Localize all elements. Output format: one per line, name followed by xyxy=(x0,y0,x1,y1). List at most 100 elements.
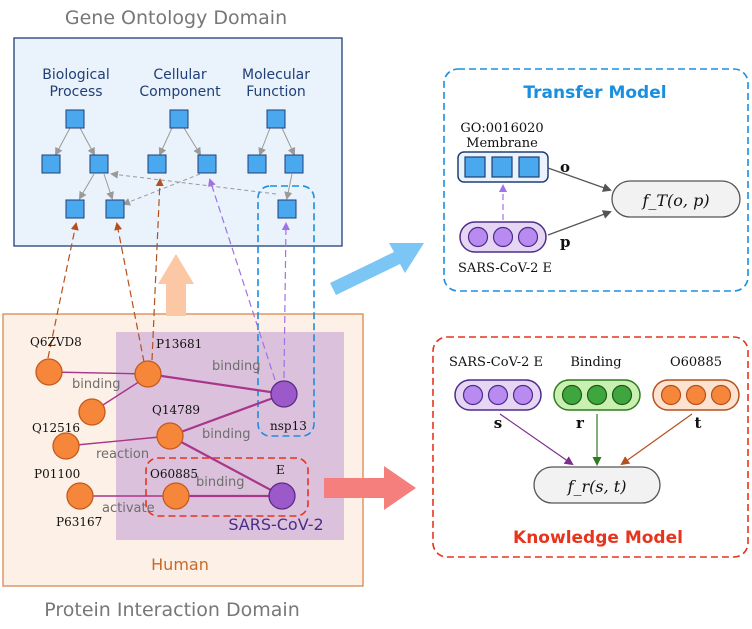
protein-node-q14789 xyxy=(156,422,184,450)
go-category-mf-line1: Molecular xyxy=(242,67,310,83)
embedding-cell xyxy=(518,156,540,178)
embedding-cell xyxy=(586,384,608,406)
r-relation-label: Binding xyxy=(570,355,621,370)
e-o60885-highlight-box xyxy=(145,457,309,517)
protein-label-q14789: Q14789 xyxy=(152,403,200,417)
annotation-edges-virus xyxy=(208,178,290,381)
knowledge-function-label: f_r(s, t) xyxy=(567,477,627,496)
r-embedding-cells xyxy=(561,384,633,406)
go-term-node xyxy=(65,199,85,219)
p-to-ft-arrow xyxy=(547,210,612,236)
protein-node-p01100 xyxy=(52,432,80,460)
protein-node-p13681 xyxy=(134,360,162,388)
r-symbol: r xyxy=(576,414,585,432)
o-to-ft-arrow xyxy=(547,167,612,192)
transfer-function-box xyxy=(611,180,741,218)
go-category-cc-line2: Component xyxy=(139,84,221,100)
virus-interaction-edges xyxy=(147,372,285,498)
go-term-node xyxy=(266,109,286,129)
go-term-node xyxy=(197,154,217,174)
go-hierarchy-edges xyxy=(55,127,296,200)
protein-node-nsp13 xyxy=(270,380,298,408)
protein-node-p63167 xyxy=(66,482,94,510)
knowledge-function-box xyxy=(533,466,661,504)
human-protein-nodes xyxy=(35,358,190,510)
protein-label-q6zvd8: Q6ZVD8 xyxy=(30,335,82,349)
edge-label-activate: activate xyxy=(102,501,155,516)
t-entity-label: O60885 xyxy=(670,355,722,370)
go-term-node xyxy=(41,154,61,174)
protein-node-o60885 xyxy=(162,482,190,510)
go-term-node xyxy=(169,109,189,129)
s-to-fr-arrow xyxy=(499,413,574,466)
t-embedding-cells xyxy=(660,384,732,406)
protein-embedding-cells xyxy=(467,226,539,248)
protein-label-e: E xyxy=(276,463,285,477)
go-term-node xyxy=(89,154,109,174)
go-term-node xyxy=(247,154,267,174)
go-term-node xyxy=(105,199,125,219)
edge-label-binding: binding xyxy=(72,377,120,392)
protein-label-nsp13: nsp13 xyxy=(270,419,307,433)
t-symbol: t xyxy=(695,414,702,432)
virus-protein-nodes xyxy=(268,380,298,510)
transfer-arrow xyxy=(330,243,424,295)
go-name-label: Membrane xyxy=(466,136,538,151)
embedding-cell xyxy=(492,226,514,248)
embedding-cell xyxy=(464,156,486,178)
protein-label-o60885: O60885 xyxy=(150,467,198,481)
go-term-node xyxy=(65,109,85,129)
upward-transfer-arrow xyxy=(158,254,194,316)
protein-node-q12516 xyxy=(78,398,106,426)
go-category-bp-line2: Process xyxy=(49,84,102,100)
embedding-cell xyxy=(512,384,534,406)
protein-label-q12516: Q12516 xyxy=(32,421,80,435)
transfer-function-label: f_T(o, p) xyxy=(641,191,709,210)
edge-label-binding: binding xyxy=(202,427,250,442)
protein-label-p63167: P63167 xyxy=(56,515,102,529)
go-term-node xyxy=(147,154,167,174)
s-symbol: s xyxy=(494,414,502,432)
edge-label-reaction: reaction xyxy=(96,447,149,462)
protein-node-q6zvd8 xyxy=(35,358,63,386)
go-embedding-cells xyxy=(464,156,540,178)
human-label: Human xyxy=(151,555,209,574)
p-symbol: p xyxy=(560,233,571,251)
go-category-cc-line1: Cellular xyxy=(153,67,207,83)
edge-label-binding: binding xyxy=(212,359,260,374)
protein-label-sars-cov-2-e: SARS-CoV-2 E xyxy=(458,261,552,276)
embedding-cell xyxy=(462,384,484,406)
sars-cov-2-label: SARS-CoV-2 xyxy=(228,515,323,534)
embedding-cell xyxy=(561,384,583,406)
o-symbol: o xyxy=(560,158,570,176)
go-category-mf-line2: Function xyxy=(246,84,306,100)
go-term-node xyxy=(284,154,304,174)
s-entity-label: SARS-CoV-2 E xyxy=(449,355,543,370)
embedding-cell xyxy=(710,384,732,406)
embedding-cell xyxy=(660,384,682,406)
annotation-edges-human xyxy=(47,178,164,363)
go-term-node-membrane xyxy=(277,199,297,219)
transfer-model-title: Transfer Model xyxy=(523,83,666,103)
t-to-fr-arrow xyxy=(620,413,693,466)
protein-label-p13681: P13681 xyxy=(156,337,202,351)
go-term-nodes xyxy=(41,109,304,219)
embedding-cell xyxy=(685,384,707,406)
pi-domain-title: Protein Interaction Domain xyxy=(44,599,300,621)
embedding-cell xyxy=(487,384,509,406)
knowledge-model-panel xyxy=(432,336,749,558)
embedding-cell xyxy=(491,156,513,178)
nsp13-highlight-box xyxy=(257,185,315,437)
embedding-cell xyxy=(467,226,489,248)
s-embedding-cells xyxy=(462,384,534,406)
protein-node-e xyxy=(268,482,296,510)
go-category-bp-line1: Biological xyxy=(42,67,109,83)
embedding-cell xyxy=(611,384,633,406)
knowledge-arrow xyxy=(324,466,416,510)
knowledge-model-title: Knowledge Model xyxy=(513,528,683,548)
go-id-label: GO:0016020 xyxy=(460,121,543,136)
embedding-cell xyxy=(517,226,539,248)
go-domain-title: Gene Ontology Domain xyxy=(65,7,287,29)
protein-label-p01100: P01100 xyxy=(34,467,80,481)
